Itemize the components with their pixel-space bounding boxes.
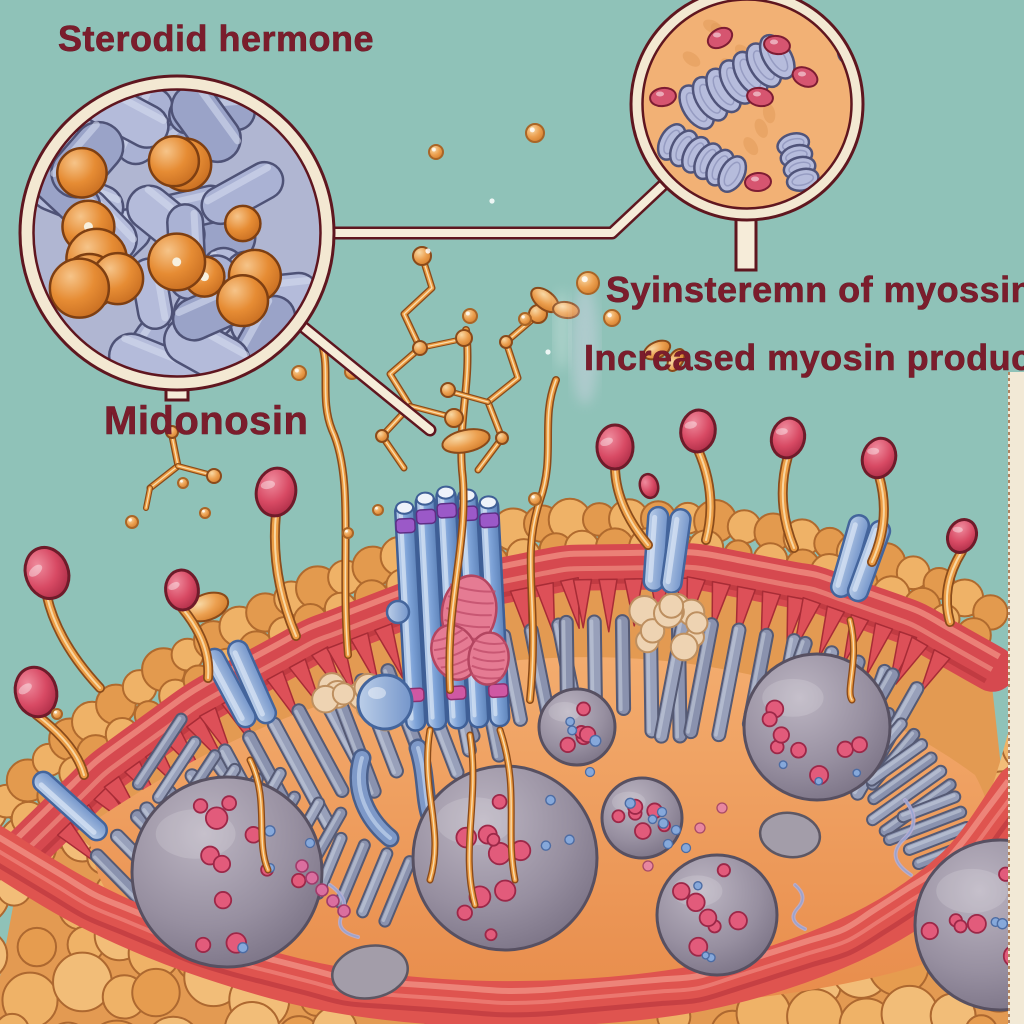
callout-connectors bbox=[295, 179, 669, 437]
hormone-dot bbox=[372, 504, 384, 516]
steroid-receptor bbox=[164, 568, 200, 612]
steroid-receptor bbox=[945, 518, 979, 554]
steroid-receptor bbox=[254, 466, 298, 518]
hormone-dot bbox=[528, 492, 542, 506]
steroid-receptor bbox=[860, 436, 898, 480]
hormone-dot bbox=[51, 708, 63, 720]
vesicles bbox=[130, 652, 1024, 1012]
hormone-threads bbox=[143, 246, 858, 909]
hormone-dot bbox=[428, 144, 444, 160]
vesicle-sphere bbox=[411, 764, 599, 952]
hormone-dot bbox=[125, 515, 139, 529]
hormone-dot bbox=[177, 477, 189, 489]
receptor-bud bbox=[638, 472, 660, 500]
steroid-receptor bbox=[679, 408, 717, 454]
protein-pill bbox=[31, 770, 109, 842]
steroid-receptor bbox=[769, 416, 807, 460]
granule-rock bbox=[331, 944, 409, 1000]
hormone-dot bbox=[462, 308, 478, 324]
label-midonosin: Midonosin bbox=[104, 399, 308, 443]
hormone-dot bbox=[576, 271, 600, 295]
hormone-dot bbox=[518, 312, 532, 326]
inset-myosin-closeup bbox=[629, 0, 865, 272]
granule-rock bbox=[758, 811, 822, 859]
label-synthesis-of-myosin: Syinsteremn of myossin bbox=[606, 269, 1024, 310]
floating-hormone-dots bbox=[51, 123, 621, 720]
membrane-proteins bbox=[31, 505, 892, 842]
label-increased-myosin-production: Increased myosin production bbox=[584, 337, 1024, 378]
steroid-receptor bbox=[23, 546, 71, 600]
glyco-cluster bbox=[628, 592, 709, 662]
vesicle-sphere bbox=[655, 853, 779, 977]
vesicle-sphere bbox=[742, 652, 892, 802]
hormone-dot bbox=[525, 123, 545, 143]
steroid-receptor bbox=[595, 423, 635, 471]
page-edge-strip bbox=[1008, 372, 1024, 1024]
vesicle-sphere bbox=[537, 687, 617, 767]
hormone-dot bbox=[342, 527, 354, 539]
hormone-dot bbox=[291, 365, 307, 381]
hormone-dot bbox=[199, 507, 211, 519]
inset-membrane-closeup bbox=[18, 74, 336, 402]
vesicle-sphere bbox=[130, 775, 324, 969]
protein-pill bbox=[660, 508, 692, 594]
protein-pill bbox=[226, 639, 278, 725]
vesicle-sphere bbox=[600, 776, 684, 860]
label-steroid-hormone: Sterodid hermone bbox=[58, 18, 374, 59]
steroid-receptor bbox=[13, 665, 59, 719]
hormone-dot bbox=[603, 309, 621, 327]
steroid-receptors bbox=[13, 408, 979, 780]
